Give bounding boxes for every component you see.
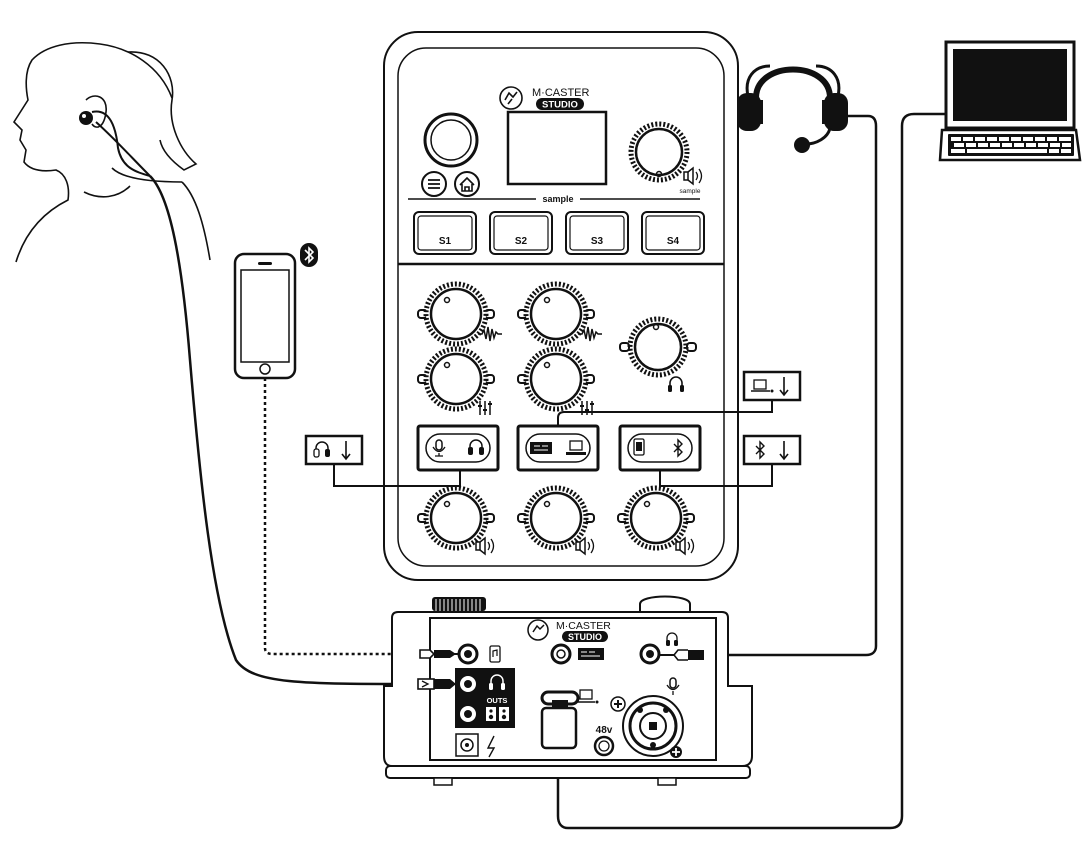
gain-plus-icon-2 [670,746,682,758]
arrow-down-icon [779,377,789,397]
display-screen [506,110,608,186]
power-input-jack[interactable] [455,733,479,757]
usb-c-plug [540,700,578,750]
menu-button[interactable] [421,171,447,197]
sample-label: sample [542,194,573,204]
sample-button-label: S4 [667,236,680,247]
power-icon [486,735,496,758]
arrow-down-icon [341,441,351,461]
phone-cable-plug [419,649,460,659]
phone-music-icon [633,438,645,456]
sample-button-label: S3 [591,236,604,247]
headphone-input-callout [304,434,364,466]
gain-plus-icon [610,696,626,712]
speaker-pair-icon [486,707,509,721]
bluetooth-input-callout [742,434,802,466]
phone-cable [263,378,420,656]
mic-icon [666,677,680,695]
sample-button-s3[interactable]: S3 [565,211,629,255]
phantom-label: 48v [596,725,613,736]
bluetooth-icon [300,243,318,267]
bluetooth-pair-button[interactable] [550,643,572,665]
computer-icon [577,689,599,704]
sample-volume-knob[interactable] [628,121,690,183]
headset-cable [702,114,878,657]
earphone-cable [149,175,421,686]
headset-jack[interactable] [639,643,661,665]
outs-label: OUTS [487,696,508,705]
outputs-block: OUTS [455,668,515,728]
computer-icon [566,440,586,455]
laptop [938,40,1082,162]
main-encoder-knob[interactable] [423,112,479,168]
computer-source-button[interactable] [516,424,600,472]
sample-button-label: S2 [515,236,528,247]
arrow-down-icon [779,441,789,461]
headphones-icon [489,674,505,690]
headphone-output-jack[interactable] [458,674,478,694]
pair-icon [578,648,604,660]
computer-icon [751,379,774,393]
headset-cable-plug [660,649,704,661]
rear-brand-logo: M·CASTER STUDIO [527,619,611,642]
xlr-combo-input[interactable] [622,695,684,757]
listener-figure [12,41,211,263]
callout-lines [333,400,773,487]
bluetooth-source-button[interactable] [618,424,702,472]
model-badge: STUDIO [542,100,578,111]
smartphone [233,252,297,380]
headset [737,64,848,153]
fader-icon [477,400,493,416]
headset-icon [468,439,484,455]
phantom-power-button[interactable] [593,735,615,757]
bluetooth-icon [673,438,683,458]
computer-input-callout [742,370,802,402]
home-button[interactable] [454,171,480,197]
bluetooth-icon [755,440,765,460]
earbud-icon [79,111,93,125]
usb-cable [556,112,950,830]
sample-button-s2[interactable]: S2 [489,211,553,255]
mic-headset-source-button[interactable] [416,424,500,472]
sample-button-label: S1 [439,236,452,247]
speaker-output-jack[interactable] [458,704,478,724]
rear-model-badge: STUDIO [568,632,602,642]
sample-button-s4[interactable]: S4 [641,211,705,255]
rear-brand-text: M·CASTER [556,620,611,632]
phone-input-jack[interactable] [457,643,479,665]
encoder-label: sample [680,188,701,195]
earphone-cable-plug [417,678,460,690]
mic-icon [432,439,446,457]
sample-button-s1[interactable]: S1 [413,211,477,255]
headphone-volume-knob[interactable] [619,316,697,378]
headphones-icon [313,441,330,458]
phone-music-icon [489,645,501,663]
mixer-top-view: M·CASTER STUDIO sample samp [383,31,739,581]
brand-text: M·CASTER [532,87,590,99]
brand-logo: M·CASTER STUDIO [499,86,590,111]
headset-icon [666,632,678,646]
mixer-rear-panel: M·CASTER STUDIO [383,595,753,786]
display-icon [530,442,552,454]
